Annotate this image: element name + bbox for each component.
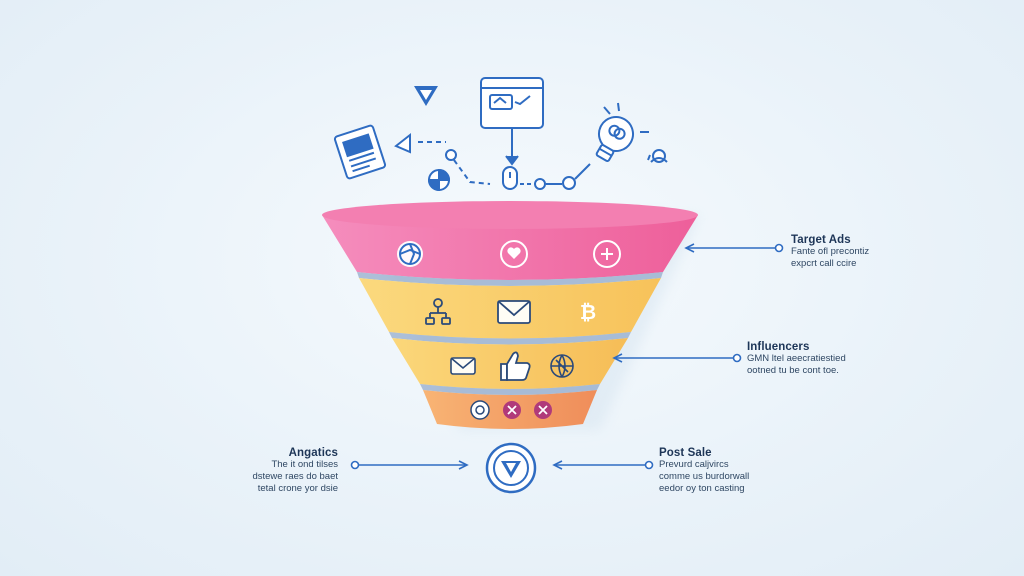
- callout-title: Post Sale: [659, 447, 712, 459]
- connector-line: [453, 159, 491, 185]
- callout-line: comme us burdorwall: [659, 471, 750, 482]
- arrow-node: [350, 460, 360, 470]
- callout-influencers: Influencers GMN ltel aeecratiestied ootn…: [747, 341, 947, 377]
- callout-line: Prevurd caljvircs: [659, 459, 729, 470]
- envelope-icon: [450, 357, 476, 375]
- arrowhead: [612, 353, 623, 363]
- user-headset-icon: [647, 149, 668, 163]
- callout-title: Influencers: [747, 341, 810, 353]
- monitor-chart-icon: [480, 77, 544, 166]
- funnel-rim: [322, 201, 698, 229]
- newspaper-icon: [333, 124, 387, 180]
- callout-line: expcrt call ccire: [791, 258, 857, 269]
- arrow-node: [732, 353, 742, 363]
- light-rays: [603, 102, 649, 133]
- callout-post-sale: Post Sale Prevurd caljvircs comme us bur…: [659, 447, 829, 495]
- arrowhead: [552, 460, 563, 470]
- callout-line: GMN ltel aeecratiestied: [747, 353, 846, 364]
- globe-icon: [550, 354, 574, 378]
- callout-line: Fante ofl precontiz: [791, 246, 870, 257]
- arrowhead: [684, 243, 695, 253]
- plus-icon: [593, 240, 621, 268]
- callout-arrows: [350, 243, 784, 470]
- callout-title: Angatics: [288, 447, 338, 459]
- callout-line: tetal crone yor dsie: [257, 483, 338, 494]
- arrow-node: [774, 243, 784, 253]
- top-icons: [333, 77, 668, 192]
- brand-v-icon: [485, 442, 537, 494]
- callout-title: Target Ads: [791, 234, 851, 246]
- funnel: [322, 201, 698, 429]
- down-triangle-icon: [414, 86, 438, 106]
- callout-line: dstewe raes do baet: [252, 471, 338, 482]
- callout-line: eedor oy ton casting: [659, 483, 745, 494]
- mouse-icon: [502, 166, 518, 190]
- connector-line: [574, 163, 591, 180]
- tier-divider: [389, 332, 631, 345]
- bitcoin-icon: ₿: [580, 300, 596, 324]
- svg-text:₿: ₿: [580, 300, 596, 324]
- connector-node: [445, 149, 457, 161]
- pie-icon: [427, 168, 451, 192]
- badge-icon: [470, 400, 490, 420]
- tier-divider: [357, 272, 663, 286]
- thumbs-up-icon: [500, 351, 531, 381]
- callout-target-ads: Target Ads Fante ofl precontiz expcrt ca…: [791, 234, 971, 270]
- connector-node: [562, 176, 576, 190]
- callout-angatics: Angatics The it ond tilses dstewe raes d…: [196, 447, 338, 495]
- arrow-node: [644, 460, 654, 470]
- envelope-icon: [497, 300, 531, 324]
- tier-divider: [420, 384, 600, 395]
- star-icon: [534, 401, 552, 419]
- callout-line: ootned tu be cont toe.: [747, 365, 839, 376]
- heart-icon: [500, 240, 528, 268]
- lightbulb-icon: [595, 116, 634, 163]
- target-icon: [503, 401, 521, 419]
- triangle-icon: [394, 132, 411, 154]
- connector-node: [534, 178, 546, 190]
- arrowhead: [458, 460, 469, 470]
- aperture-icon: [397, 241, 423, 267]
- network-icon: [425, 298, 451, 325]
- callout-line: The it ond tilses: [271, 459, 338, 470]
